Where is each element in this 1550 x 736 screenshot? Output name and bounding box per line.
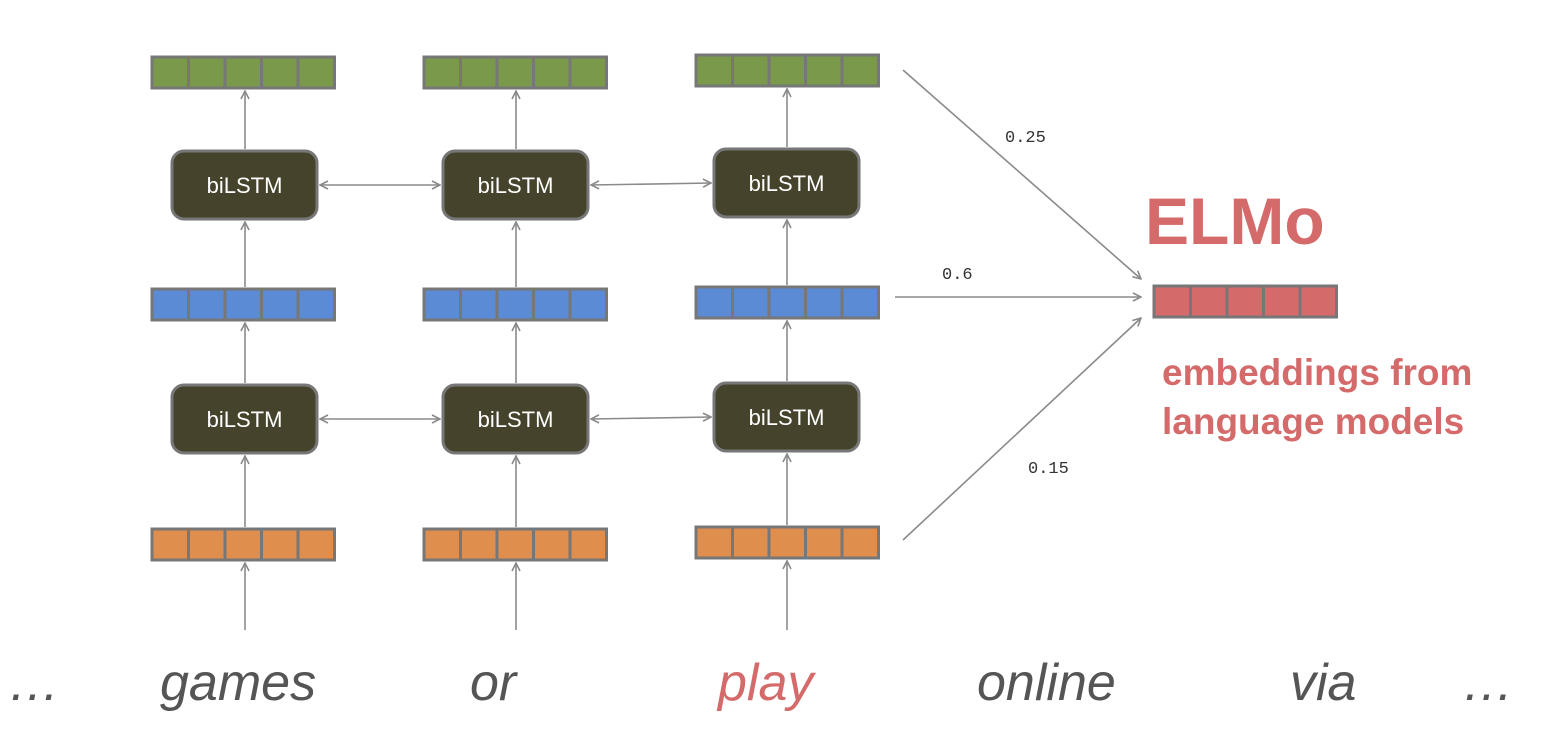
connections (245, 69, 1141, 630)
elmo-title: ELMo (1145, 184, 1325, 258)
lstm-label: biLSTM (749, 171, 825, 196)
output-vector-play (694, 53, 880, 88)
input-vector-play (694, 525, 880, 560)
elmo-subtitle-line2: language models (1162, 401, 1464, 442)
input-vector-games (150, 527, 336, 562)
lstm-label: biLSTM (478, 407, 554, 432)
hidden-vector-play (694, 285, 880, 320)
output-vector-or (422, 55, 608, 90)
lstm-label: biLSTM (478, 173, 554, 198)
word-online: online (977, 654, 1116, 712)
lstm-cells: biLSTM biLSTM biLSTM biLSTM biLSTM biLSTM (170, 147, 861, 455)
hidden-vector-games (150, 287, 336, 322)
word-games: games (160, 654, 316, 712)
output-vector-games (150, 55, 336, 90)
hidden-vector-or (422, 287, 608, 322)
weight-label-middle: 0.6 (942, 266, 973, 285)
elmo-vector (1152, 284, 1338, 319)
lstm-label: biLSTM (749, 405, 825, 430)
weight-arrow-top (902, 69, 1141, 279)
bilstm-lower-games: biLSTM (170, 383, 319, 455)
bilstm-lower-or: biLSTM (441, 383, 590, 455)
word-ellipsis-left: … (8, 654, 60, 712)
weight-label-bottom: 0.15 (1028, 460, 1069, 479)
weight-arrow-bottom (902, 318, 1141, 541)
word-play: play (716, 654, 816, 712)
weight-label-top: 0.25 (1005, 129, 1046, 148)
word-via: via (1290, 654, 1356, 712)
arrow-bilstm-upper-1 (591, 183, 711, 185)
bilstm-upper-games: biLSTM (170, 149, 319, 221)
elmo-subtitle-line1: embeddings from (1162, 352, 1472, 393)
bilstm-lower-play: biLSTM (712, 381, 861, 453)
word-ellipsis-right: … (1462, 654, 1514, 712)
word-or: or (470, 654, 519, 712)
lstm-label: biLSTM (207, 407, 283, 432)
lstm-label: biLSTM (207, 173, 283, 198)
vectors (150, 53, 1338, 562)
arrow-bilstm-lower-1 (591, 417, 711, 419)
input-vector-or (422, 527, 608, 562)
bilstm-upper-or: biLSTM (441, 149, 590, 221)
bilstm-upper-play: biLSTM (712, 147, 861, 219)
